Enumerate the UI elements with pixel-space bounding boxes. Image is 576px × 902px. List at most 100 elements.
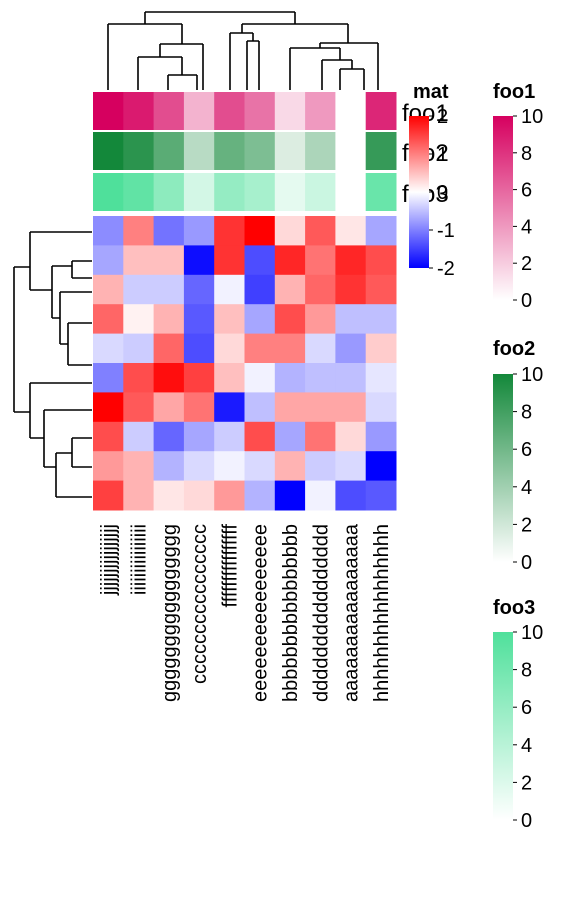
heatmap-cell [214,274,245,305]
heatmap-cell [274,363,306,393]
heatmap-cell [305,480,336,511]
heatmap-cell [365,216,397,246]
column-label: cccccccccccccccc [189,524,211,684]
row-dendrogram-branch [51,265,72,319]
heatmap-cell [214,333,245,364]
legend-tick-label: 10 [521,364,543,386]
legend-tick-label: 4 [521,735,532,757]
column-dendrogram-branch [241,23,349,43]
column-annotations: foo1foo2foo3 [93,92,449,211]
heatmap-cell [123,451,155,482]
heatmap-cell [274,333,306,364]
column-dendrogram-branch [339,68,365,90]
heatmap-cell [183,480,215,511]
column-dendrogram-branch [137,56,183,90]
heatmap-cell [305,274,336,305]
legend-title: foo1 [493,81,535,103]
legend-tick-label: 0 [521,810,532,832]
legend-tick-label: 6 [521,439,532,461]
heatmap-cell [305,451,336,482]
heatmap-cell [244,304,276,335]
column-dendrogram-branch [289,47,341,90]
row-dendrogram-branch [59,291,92,345]
heatmap-cell [305,216,336,246]
heatmap-cell [93,216,124,246]
annotation-cell-foo1 [335,92,367,130]
heatmap-cell [305,392,336,423]
heatmap-cell [183,333,215,364]
column-dendrogram-branch [321,59,353,90]
legend-tick-label: 8 [521,143,532,165]
heatmap-cell [123,392,155,423]
annotation-cell-foo1 [305,92,336,130]
heatmap-cell [183,216,215,246]
column-label: eeeeeeeeeeeeeeee [250,524,272,702]
heatmap-cell [93,274,124,305]
heatmap-cell [365,274,397,305]
column-label: aaaaaaaaaaaaaaaa [341,523,363,702]
annotation-cell-foo1 [274,92,306,130]
heatmap-cell [365,392,397,423]
heatmap-cell [214,363,245,393]
legend-tick-label: 1 [437,144,448,166]
heatmap-cell [153,363,185,393]
heatmap-cell [93,421,124,452]
heatmap-cell [365,304,397,335]
heatmap-cell [183,274,215,305]
legend-tick-label: 10 [521,106,543,128]
annotation-cell-foo3 [153,173,185,211]
heatmap-cell [153,274,185,305]
annotation-cell-foo2 [335,132,367,170]
annotation-cell-foo2 [183,132,215,170]
annotation-cell-foo3 [274,173,306,211]
heatmap-cell [214,451,245,482]
heatmap-cell [183,304,215,335]
heatmap-cell [153,333,185,364]
heatmap-cell [153,392,185,423]
heatmap-cell [153,304,185,335]
row-dendrogram-branch [71,260,92,279]
heatmap-cell [335,216,367,246]
heatmap-cell [123,333,155,364]
column-dendrogram-branch [144,11,296,24]
column-label: iiiiiiiiiiiiiiii [128,524,150,595]
column-label: jjjjjjjjjjjjjjjj [98,524,120,596]
heatmap-cell [93,480,124,511]
heatmap-cell [93,451,124,482]
heatmap-cell [305,363,336,393]
heatmap-cell [183,245,215,276]
legend-tick-label: 2 [437,106,448,128]
heatmap-cell [244,333,276,364]
column-label: dddddddddddddddd [310,524,332,702]
annotation-cell-foo1 [123,92,155,130]
heatmap-cell [153,480,185,511]
heatmap-cell [93,304,124,335]
legend-colorbar [493,632,513,820]
annotation-cell-foo2 [93,132,124,170]
heatmap-cell [365,480,397,511]
legend-tick-label: -1 [437,220,455,242]
annotation-cell-foo2 [305,132,336,170]
legend-tick-label: 2 [521,772,532,794]
legend-title: foo2 [493,338,535,360]
heatmap-cell [93,392,124,423]
heatmap-cell [93,333,124,364]
heatmap-cell [93,245,124,276]
heatmap-cell [153,216,185,246]
legend-colorbar [493,116,513,300]
annotation-cell-foo3 [305,173,336,211]
column-label: hhhhhhhhhhhhhhhh [371,524,393,702]
heatmap-cell [214,480,245,511]
annotation-cell-foo2 [214,132,245,170]
heatmap-cell [214,304,245,335]
heatmap-cell [183,451,215,482]
heatmap-cell [214,216,245,246]
heatmap-cell [305,333,336,364]
heatmap-cell [274,421,306,452]
heatmap-cell [244,421,276,452]
column-dendrogram-branch [319,42,379,90]
annotation-cell-foo2 [365,132,397,170]
annotation-cell-foo2 [274,132,306,170]
row-dendrogram-branch [71,437,92,468]
